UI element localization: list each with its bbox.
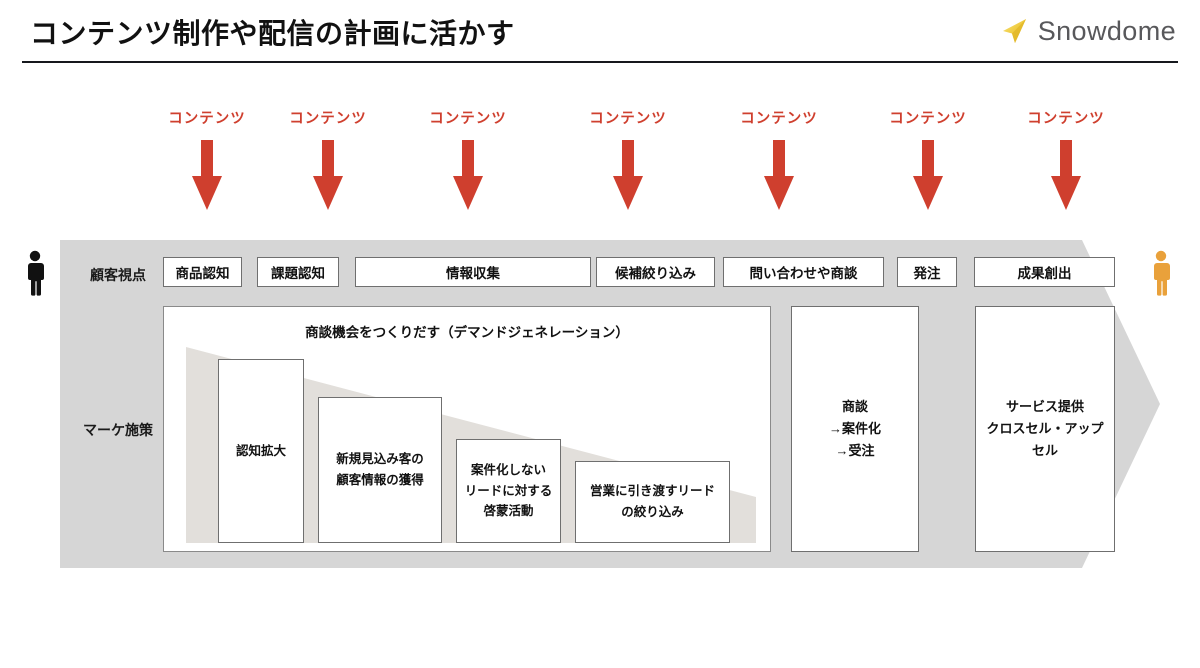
content-arrow-5: コンテンツ (724, 112, 834, 210)
panel-deal: 商談 →案件化 →受注 (791, 306, 919, 552)
brand-logo: Snowdome (997, 14, 1176, 48)
customer-stage-box-1[interactable]: 商品認知 (163, 257, 242, 287)
content-arrow-6: コンテンツ (873, 112, 983, 210)
arrow-down-icon (913, 139, 943, 210)
panel-service: サービス提供 クロスセル・アップ セル (975, 306, 1115, 552)
content-arrow-1: コンテンツ (152, 112, 262, 210)
panel-deal-label: 商談 →案件化 →受注 (828, 398, 881, 459)
panel-service-label: サービス提供 クロスセル・アップ セル (986, 398, 1104, 459)
content-arrow-label: コンテンツ (1027, 111, 1105, 127)
customer-stage-box-4[interactable]: 候補絞り込み (596, 257, 715, 287)
funnel-box-1[interactable]: 認知拡大 (218, 359, 304, 543)
arrow-down-icon (313, 139, 343, 210)
content-arrow-label: コンテンツ (740, 111, 818, 127)
customer-stage-box-7[interactable]: 成果創出 (974, 257, 1115, 287)
funnel-box-label: 案件化しない リードに対する 啓蒙活動 (464, 463, 553, 519)
brand-name: Snowdome (1037, 15, 1176, 46)
content-arrow-label: コンテンツ (168, 111, 246, 127)
funnel-box-2[interactable]: 新規見込み客の 顧客情報の獲得 (318, 397, 442, 543)
person-icon (22, 250, 48, 296)
arrow-down-icon (764, 139, 794, 210)
content-arrow-label: コンテンツ (889, 111, 967, 127)
content-arrow-7: コンテンツ (1011, 112, 1121, 210)
arrow-down-icon (453, 139, 483, 210)
funnel-box-label: 新規見込み客の 顧客情報の獲得 (336, 452, 424, 487)
funnel-box-label: 認知拡大 (235, 443, 286, 458)
content-arrow-label: コンテンツ (289, 111, 367, 127)
content-arrow-4: コンテンツ (573, 112, 683, 210)
page-title: コンテンツ制作や配信の計画に活かす (30, 18, 515, 49)
content-arrow-label: コンテンツ (429, 111, 507, 127)
title-divider (22, 61, 1178, 63)
content-arrow-label: コンテンツ (589, 111, 667, 127)
customer-stage-box-5[interactable]: 問い合わせや商談 (723, 257, 884, 287)
funnel-box-label: 営業に引き渡すリード の絞り込み (589, 484, 715, 519)
person-icon (1148, 250, 1174, 296)
customer-stage-box-6[interactable]: 発注 (897, 257, 957, 287)
customer-stage-box-3[interactable]: 情報収集 (355, 257, 591, 287)
row-label-marketing: マーケ施策 (83, 422, 153, 438)
arrow-down-icon (1051, 139, 1081, 210)
snowdome-dart-icon (997, 14, 1031, 48)
arrow-down-icon (613, 139, 643, 210)
funnel-box-4[interactable]: 営業に引き渡すリード の絞り込み (575, 461, 730, 543)
content-arrow-2: コンテンツ (273, 112, 383, 210)
customer-stage-box-2[interactable]: 課題認知 (257, 257, 339, 287)
funnel-box-3[interactable]: 案件化しない リードに対する 啓蒙活動 (456, 439, 561, 543)
demand-generation-panel: 商談機会をつくりだす（デマンドジェネレーション） 認知拡大新規見込み客の 顧客情… (163, 306, 771, 552)
content-arrow-3: コンテンツ (413, 112, 523, 210)
row-label-customer: 顧客視点 (90, 267, 146, 283)
demand-generation-title: 商談機会をつくりだす（デマンドジェネレーション） (305, 325, 629, 340)
arrow-down-icon (192, 139, 222, 210)
